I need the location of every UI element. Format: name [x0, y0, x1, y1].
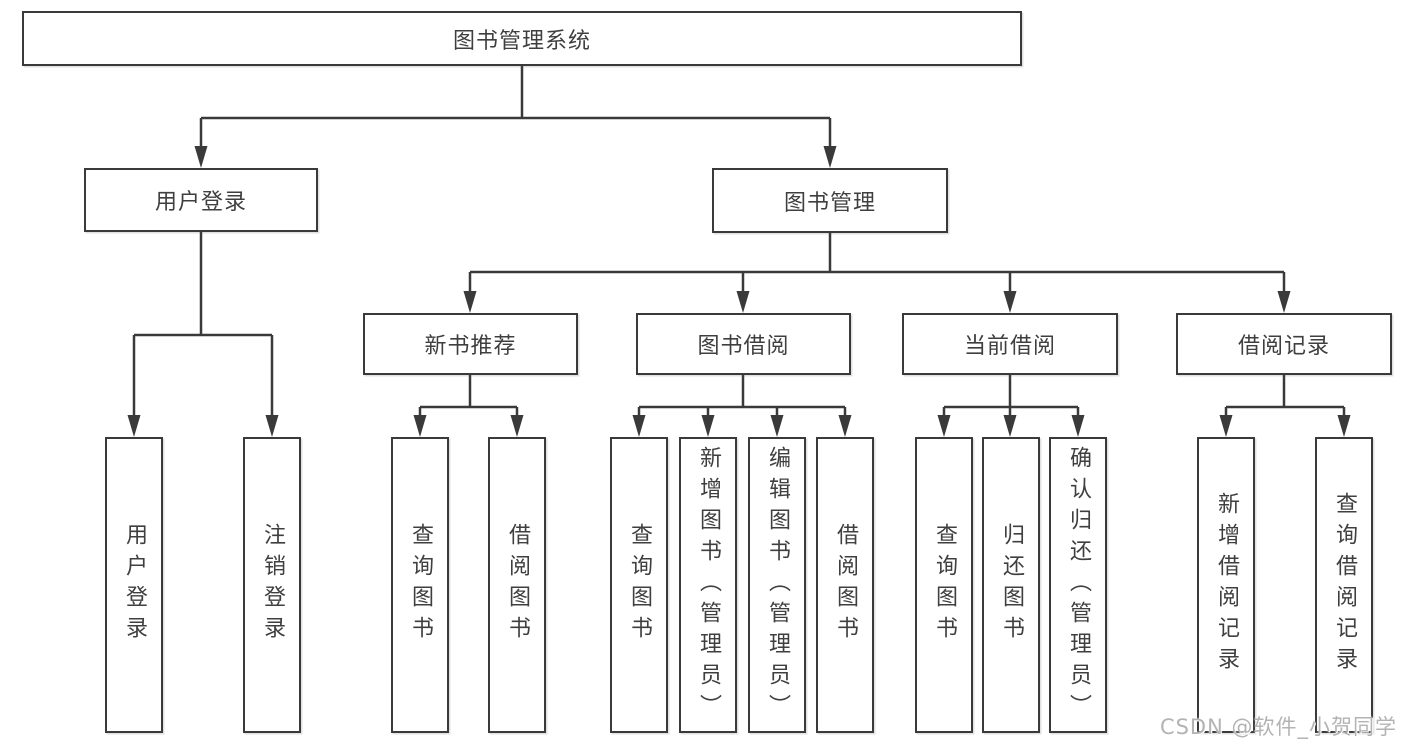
arrowhead-icon [937, 415, 951, 437]
node-library-system: 图书管理系统 [22, 11, 1022, 66]
leaf-borrow-books: 借阅图书 [488, 437, 546, 733]
arrowhead-icon [823, 146, 837, 168]
leaf-query-books: 查询图书 [610, 437, 668, 733]
leaf-logout: 注销登录 [243, 437, 301, 733]
arrowhead-icon [510, 415, 524, 437]
leaf-edit-books-admin: 编辑图书（管理员） [748, 437, 806, 733]
arrowhead-icon [1219, 415, 1233, 437]
leaf-query-borrow-record: 查询借阅记录 [1315, 437, 1373, 733]
arrowhead-icon [1337, 415, 1351, 437]
arrowhead-icon [770, 415, 784, 437]
node-new-book-recommend: 新书推荐 [363, 313, 578, 375]
leaf-query-books: 查询图书 [915, 437, 973, 733]
arrowhead-icon [1003, 291, 1017, 313]
node-borrowing-records: 借阅记录 [1176, 313, 1392, 375]
arrowhead-icon [413, 415, 427, 437]
leaf-query-books: 查询图书 [391, 437, 449, 733]
leaf-add-borrow-record: 新增借阅记录 [1197, 437, 1255, 733]
connector-path [132, 66, 1346, 420]
leaf-user-login: 用户登录 [105, 437, 163, 733]
arrowhead-icon [838, 415, 852, 437]
leaf-return-books: 归还图书 [982, 437, 1040, 733]
arrowhead-icon [127, 415, 141, 437]
arrowhead-icon [194, 146, 208, 168]
node-user-login: 用户登录 [84, 168, 318, 232]
leaf-borrow-books: 借阅图书 [816, 437, 874, 733]
arrowhead-icon [701, 415, 715, 437]
arrowhead-icon [632, 415, 646, 437]
node-book-borrowing: 图书借阅 [636, 313, 851, 375]
arrowhead-icon [463, 291, 477, 313]
leaf-confirm-return-admin: 确认归还（管理员） [1049, 437, 1107, 733]
arrowhead-icon [736, 291, 750, 313]
leaf-add-books-admin: 新增图书（管理员） [679, 437, 737, 733]
arrowhead-icon [1071, 415, 1085, 437]
arrowhead-icon [265, 415, 279, 437]
arrowhead-icon [1277, 291, 1291, 313]
arrowhead-icon [1003, 415, 1017, 437]
node-book-management: 图书管理 [712, 168, 948, 233]
node-current-borrowing: 当前借阅 [902, 313, 1118, 375]
watermark: CSDN @软件_小贺同学 [1159, 715, 1397, 739]
